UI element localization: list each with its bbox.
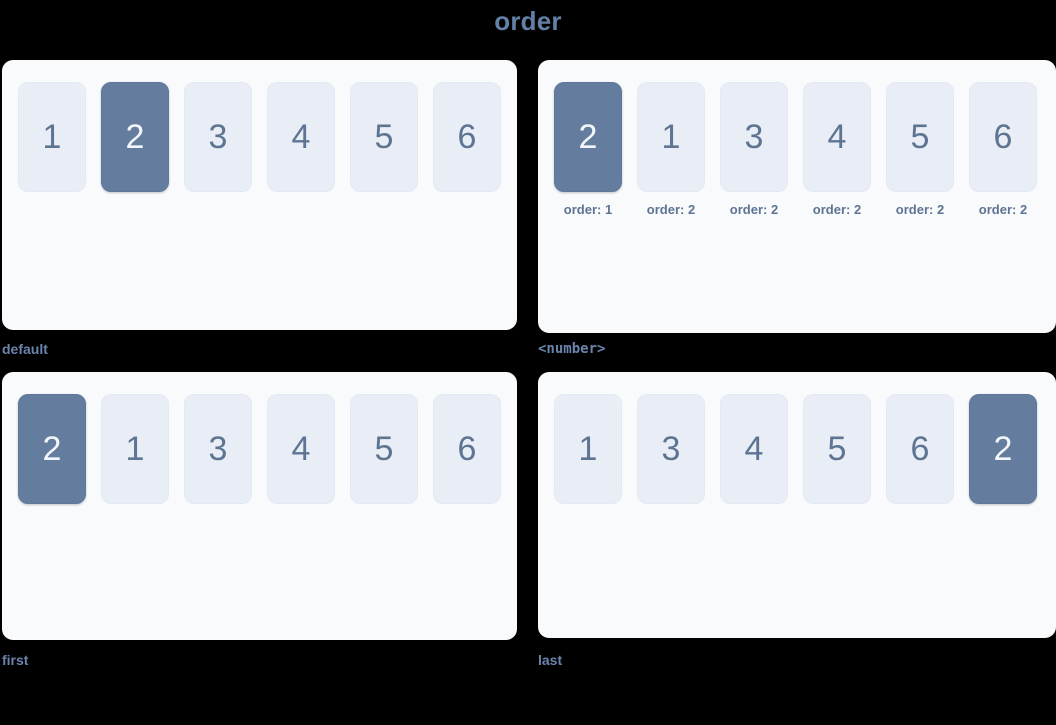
flex-item-box[interactable]: 5	[886, 82, 954, 192]
order-label: order: 2	[978, 202, 1028, 217]
flex-item: 1	[18, 82, 86, 192]
flex-item-box[interactable]: 3	[184, 394, 252, 504]
flex-item-box[interactable]: 5	[350, 394, 418, 504]
flex-item: 2	[969, 394, 1037, 504]
order-label: order: 2	[729, 202, 779, 217]
flex-item-box[interactable]: 3	[720, 82, 788, 192]
flex-item: 3 order: 2	[720, 82, 788, 217]
order-label: order: 2	[895, 202, 945, 217]
flex-item-box[interactable]: 1	[554, 394, 622, 504]
flex-item-box[interactable]: 1	[637, 82, 705, 192]
caption-last: last	[538, 652, 563, 668]
flex-item-box[interactable]: 4	[803, 82, 871, 192]
order-label: order: 2	[646, 202, 696, 217]
caption-default: default	[2, 341, 48, 357]
flex-item-box-active[interactable]: 2	[18, 394, 86, 504]
flex-item: 3	[184, 82, 252, 192]
flex-item: 3	[184, 394, 252, 504]
flex-item: 6	[433, 394, 501, 504]
flex-item-box[interactable]: 4	[267, 82, 335, 192]
flex-item: 6 order: 2	[969, 82, 1037, 217]
flex-item: 1	[554, 394, 622, 504]
flex-item: 5	[803, 394, 871, 504]
flex-item: 5	[350, 394, 418, 504]
flex-item: 2 order: 1	[554, 82, 622, 217]
flex-item-box-active[interactable]: 2	[554, 82, 622, 192]
flex-item: 4	[267, 82, 335, 192]
flex-item-box[interactable]: 6	[433, 394, 501, 504]
flex-item: 6	[433, 82, 501, 192]
caption-first: first	[2, 652, 29, 668]
flex-item: 4	[720, 394, 788, 504]
panel-number: 2 order: 1 1 order: 2 3 order: 2 4 order: 2 5 ord…	[538, 60, 1056, 333]
flex-item-box[interactable]: 4	[267, 394, 335, 504]
flex-item: 2	[101, 82, 169, 192]
flex-item: 2	[18, 394, 86, 504]
flex-item-box[interactable]: 3	[184, 82, 252, 192]
flex-item: 3	[637, 394, 705, 504]
flex-item-box[interactable]: 6	[886, 394, 954, 504]
flex-item: 4 order: 2	[803, 82, 871, 217]
flex-item: 6	[886, 394, 954, 504]
flex-item-box[interactable]: 6	[969, 82, 1037, 192]
flex-item: 5	[350, 82, 418, 192]
flex-item: 5 order: 2	[886, 82, 954, 217]
flex-item-box-active[interactable]: 2	[101, 82, 169, 192]
flex-item: 1 order: 2	[637, 82, 705, 217]
flex-item-box-active[interactable]: 2	[969, 394, 1037, 504]
flex-item-box[interactable]: 5	[803, 394, 871, 504]
flex-item: 1	[101, 394, 169, 504]
flex-item-box[interactable]: 1	[101, 394, 169, 504]
caption-number: <number>	[538, 341, 606, 357]
flex-item: 4	[267, 394, 335, 504]
flex-item-box[interactable]: 1	[18, 82, 86, 192]
panel-number-items: 2 order: 1 1 order: 2 3 order: 2 4 order: 2 5 ord…	[554, 82, 1048, 217]
flex-item-box[interactable]: 4	[720, 394, 788, 504]
flex-item-box[interactable]: 5	[350, 82, 418, 192]
order-label: order: 1	[563, 202, 613, 217]
flex-item-box[interactable]: 3	[637, 394, 705, 504]
flex-item-box[interactable]: 6	[433, 82, 501, 192]
page-title: order	[494, 6, 562, 36]
order-label: order: 2	[812, 202, 862, 217]
